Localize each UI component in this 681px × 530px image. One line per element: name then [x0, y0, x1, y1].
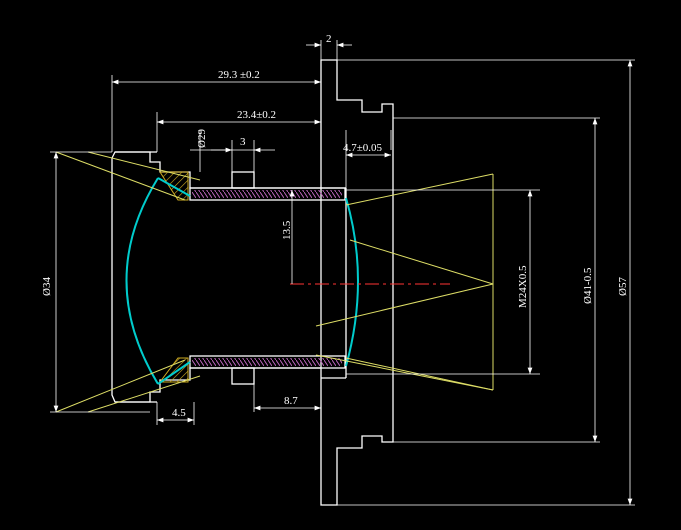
dim-barrel-length: 23.4±0.2 [237, 109, 276, 121]
dim-flange-inner: Ø41-0.5 [582, 267, 594, 304]
dim-step-width: 3 [240, 136, 246, 148]
mount-body [111, 59, 394, 506]
thread-hatch [192, 190, 342, 366]
lens-element [125, 177, 359, 385]
dim-flange-step: 4.7±0.05 [343, 142, 383, 154]
dim-lens-diameter: Ø34 [41, 277, 53, 296]
dimension-lines [50, 40, 635, 506]
hatched-sections [159, 171, 189, 383]
dim-thread: M24X0.5 [517, 265, 529, 308]
dim-thread-length: 8.7 [284, 395, 298, 407]
dim-overall-length: 29.3 ±0.2 [218, 69, 260, 81]
optical-rays [55, 151, 494, 413]
dim-inner-bore: Ø29 [196, 129, 208, 148]
dim-flange-thickness: 2 [326, 33, 332, 45]
dim-flange-outer: Ø57 [617, 277, 629, 296]
dimension-labels: 2 29.3 ±0.2 23.4±0.2 Ø29 3 4.7±0.05 13.5… [41, 33, 629, 419]
dim-half-height: 13.5 [281, 220, 293, 240]
dim-lip-width: 4.5 [172, 407, 186, 419]
